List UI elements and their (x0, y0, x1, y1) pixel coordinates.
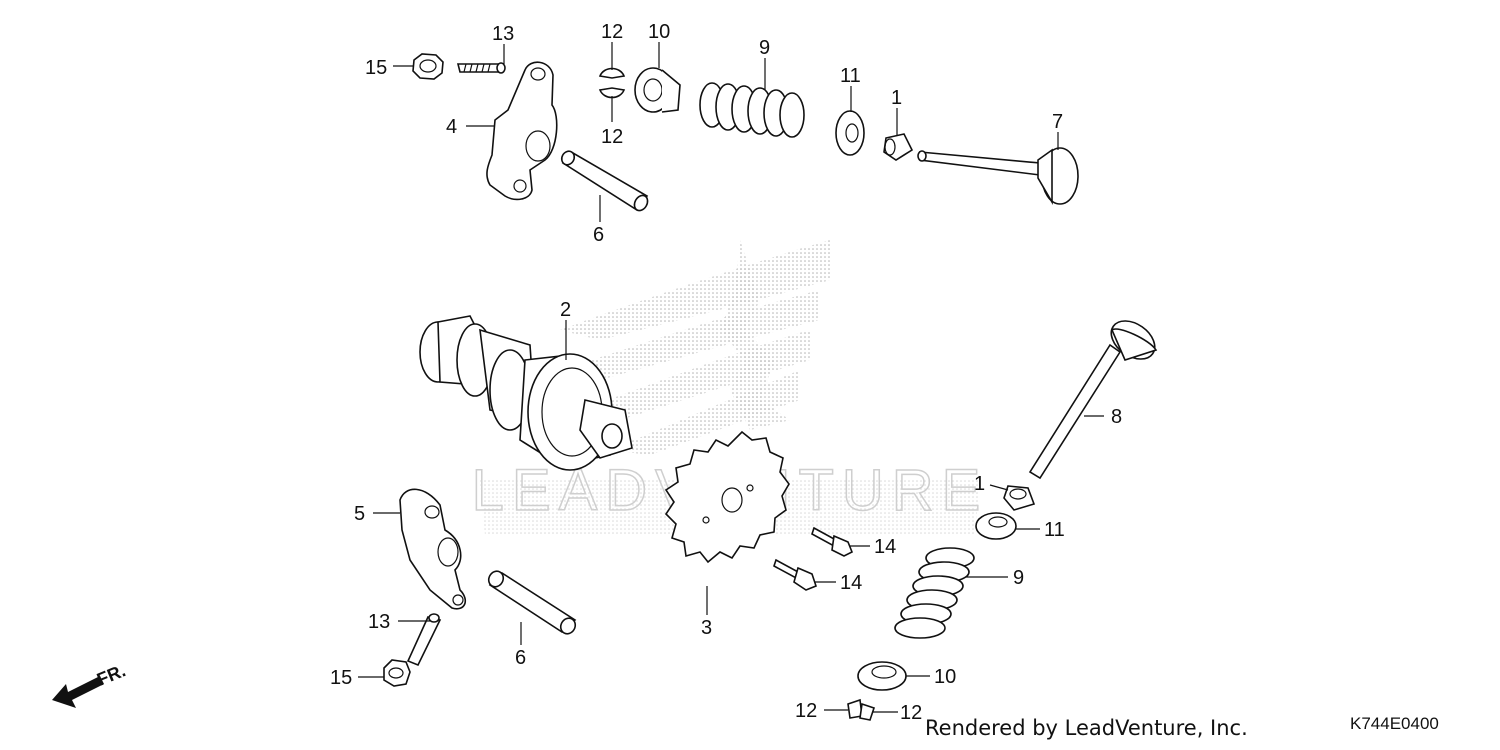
callout-labels: 15 13 4 6 12 12 10 9 11 1 7 2 3 8 5 6 13… (330, 21, 1122, 724)
valve-spring-lower (894, 547, 975, 639)
diagram-code: K744E0400 (1350, 714, 1439, 733)
spring-seat-upper (835, 110, 865, 156)
stem-seal-upper (883, 133, 914, 161)
callout-retainer-upper: 10 (648, 21, 670, 43)
camshaft (419, 315, 633, 471)
stem-seal-lower (1003, 485, 1036, 511)
callout-exhaust-valve: 8 (1111, 406, 1122, 428)
callout-bolt-a: 14 (874, 536, 896, 558)
intake-valve (917, 147, 1079, 205)
callout-retainer-lower: 10 (934, 666, 956, 688)
rocker-shaft-lower (487, 570, 577, 635)
adjusting-screw-lower (406, 613, 442, 667)
callout-screw-upper: 13 (492, 23, 514, 45)
callout-spring-lower: 9 (1013, 567, 1024, 589)
spring-retainer-upper (634, 67, 681, 113)
sprocket-bolt-b (773, 558, 817, 591)
cotters-upper (598, 67, 626, 99)
sprocket-bolt-a (811, 526, 854, 557)
callout-rocker-arm-lower: 5 (354, 503, 365, 525)
callout-cotter-upper-b: 12 (601, 126, 623, 148)
callout-rocker-shaft-upper: 6 (593, 224, 604, 246)
nut-upper (412, 53, 444, 80)
rocker-shaft-upper (560, 150, 649, 212)
callout-valve-seal-upper: 1 (891, 87, 902, 109)
front-direction-arrow (52, 676, 104, 708)
callout-seat-upper: 11 (840, 65, 861, 87)
callout-rocker-shaft-lower: 6 (515, 647, 526, 669)
callout-seat-lower: 11 (1044, 519, 1065, 541)
render-credit: Rendered by LeadVenture, Inc. (925, 716, 1248, 740)
callout-cotter-lower-a: 12 (795, 700, 817, 722)
callout-cotter-lower-b: 12 (900, 702, 922, 724)
callout-intake-valve: 7 (1052, 111, 1063, 133)
callout-cam-sprocket: 3 (701, 617, 712, 639)
callout-spring-upper: 9 (759, 37, 770, 59)
callout-rocker-arm-upper: 4 (446, 116, 457, 138)
callout-bolt-b: 14 (840, 572, 862, 594)
adjusting-screw-upper (456, 62, 506, 74)
callout-nut-lower: 15 (330, 667, 352, 689)
spring-seat-lower (975, 512, 1017, 540)
callout-nut-upper: 15 (365, 57, 387, 79)
nut-lower (383, 659, 411, 687)
rocker-arm-upper (486, 61, 558, 201)
spring-retainer-lower (857, 661, 907, 691)
front-direction-label: FR. (94, 660, 128, 689)
callout-cotter-upper-a: 12 (601, 21, 623, 43)
callout-screw-lower: 13 (368, 611, 390, 633)
rocker-arm-lower (399, 488, 467, 610)
callout-valve-seal-lower: 1 (974, 473, 985, 495)
valve-spring-upper (699, 82, 805, 138)
watermark-wing-logo (480, 240, 980, 535)
leader-lines (358, 42, 1104, 713)
exhaust-valve (1028, 320, 1158, 480)
cotters-lower (847, 698, 876, 721)
cam-sprocket (664, 430, 790, 564)
callout-camshaft: 2 (560, 299, 571, 321)
